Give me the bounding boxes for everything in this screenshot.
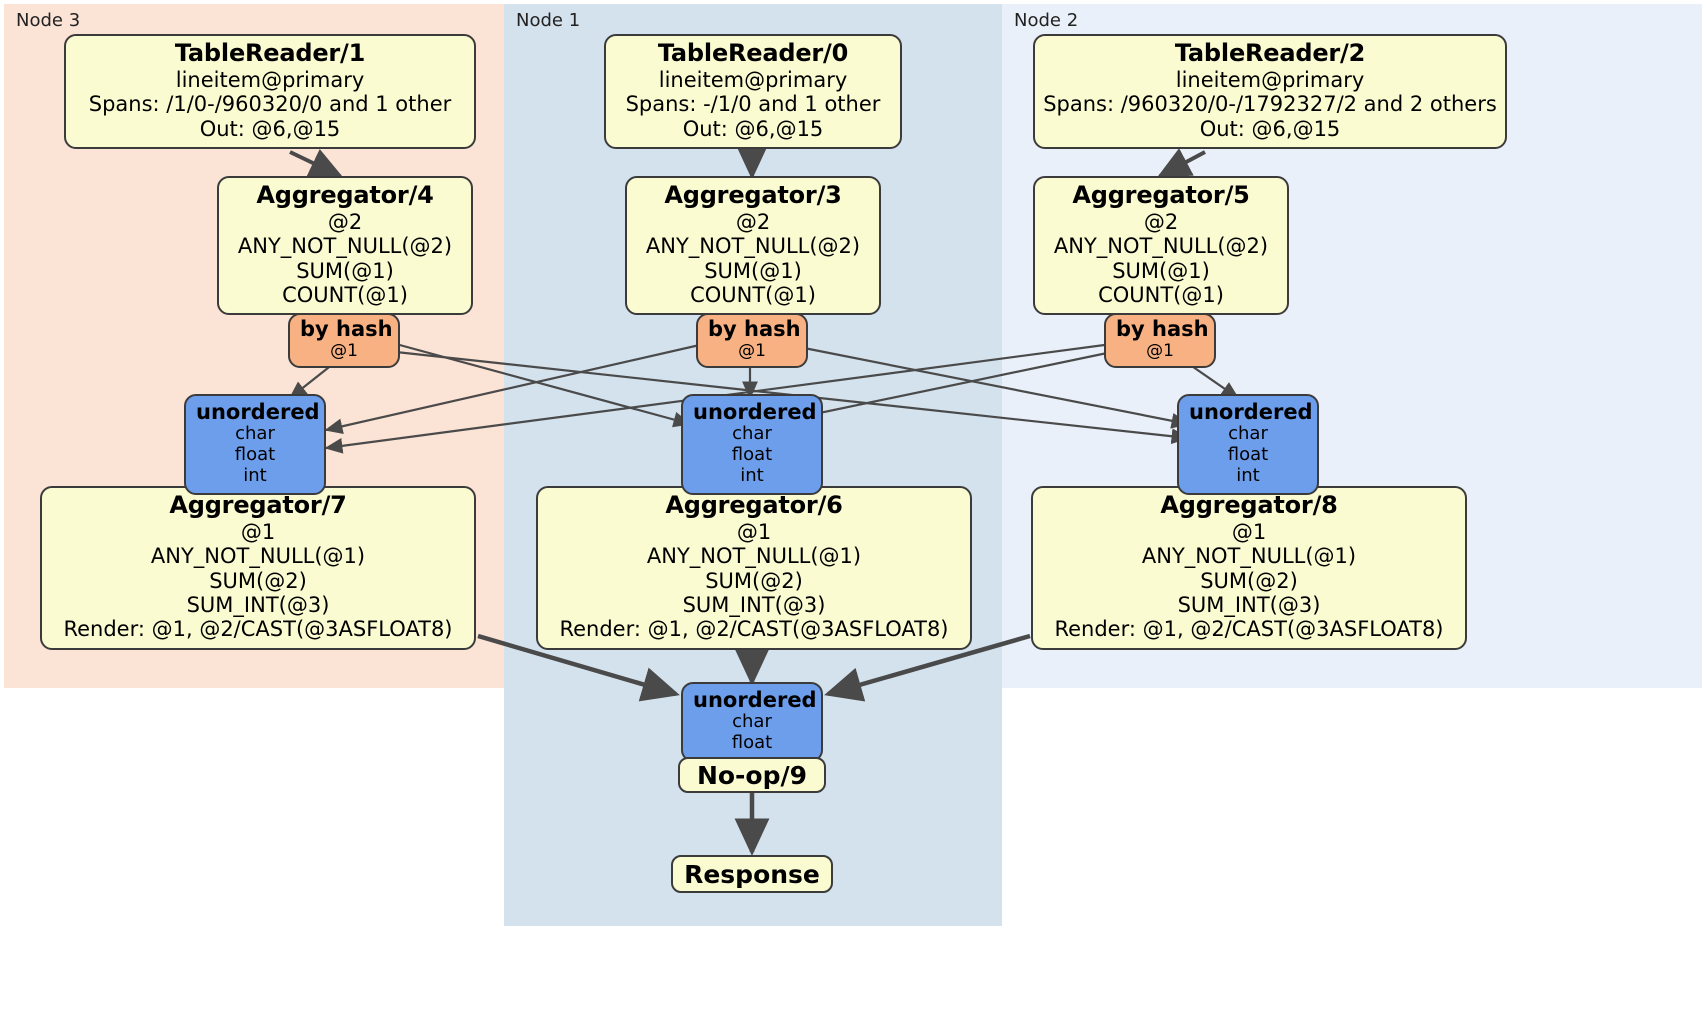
processor-agg-func: ANY_NOT_NULL(@1) — [150, 544, 366, 569]
synchronizer-type: float — [731, 732, 773, 754]
synchronizer-type: float — [234, 444, 276, 466]
processor-agg-func: SUM(@2) — [1200, 568, 1298, 593]
synchronizer-type: char — [1228, 423, 1268, 445]
router-by-hash-node-1[interactable]: by hash @1 — [696, 313, 808, 369]
node-panel-label: Node 2 — [1014, 10, 1079, 31]
processor-no-op-9[interactable]: No-op/9 — [678, 757, 826, 793]
processor-aggregator-6[interactable]: Aggregator/6 @1 ANY_NOT_NULL(@1) SUM(@2)… — [536, 486, 972, 650]
processor-group-cols: @2 — [735, 209, 771, 234]
processor-table: lineitem@primary — [1175, 67, 1365, 92]
processor-agg-func: COUNT(@1) — [1098, 282, 1224, 307]
synchronizer-title: unordered — [196, 400, 320, 424]
processor-title: Aggregator/5 — [1072, 181, 1250, 209]
processor-aggregator-5[interactable]: Aggregator/5 @2 ANY_NOT_NULL(@2) SUM(@1)… — [1033, 176, 1289, 316]
processor-agg-func: SUM(@1) — [1112, 258, 1210, 283]
synchronizer-type: int — [740, 465, 764, 487]
processor-group-cols: @1 — [240, 519, 276, 544]
processor-agg-func: ANY_NOT_NULL(@2) — [645, 234, 861, 259]
processor-out: Out: @6,@15 — [1199, 116, 1341, 141]
synchronizer-type: char — [732, 711, 772, 733]
processor-agg-func: SUM_INT(@3) — [186, 592, 330, 617]
router-title: by hash — [300, 317, 393, 341]
processor-spans: Spans: -/1/0 and 1 other — [625, 92, 881, 117]
router-title: by hash — [708, 317, 801, 341]
processor-title: Aggregator/8 — [1160, 491, 1338, 519]
processor-title: Aggregator/4 — [256, 181, 434, 209]
synchronizer-unordered-final[interactable]: unordered char float — [681, 682, 823, 763]
processor-group-cols: @2 — [327, 209, 363, 234]
synchronizer-title: unordered — [693, 400, 817, 424]
processor-agg-func: ANY_NOT_NULL(@2) — [1053, 234, 1269, 259]
processor-agg-func: SUM(@2) — [209, 568, 307, 593]
synchronizer-type: float — [1227, 444, 1269, 466]
synchronizer-type: char — [235, 423, 275, 445]
processor-agg-func: SUM(@2) — [705, 568, 803, 593]
processor-out: Out: @6,@15 — [199, 116, 341, 141]
processor-agg-func: SUM(@1) — [704, 258, 802, 283]
processor-agg-func: ANY_NOT_NULL(@1) — [646, 544, 862, 569]
response-title: Response — [684, 859, 820, 889]
response-node[interactable]: Response — [671, 855, 833, 893]
synchronizer-type: char — [732, 423, 772, 445]
synchronizer-unordered-node-2[interactable]: unordered char float int — [1177, 394, 1319, 495]
processor-agg-func: SUM_INT(@3) — [682, 592, 826, 617]
router-column: @1 — [738, 340, 766, 361]
processor-tablereader-2[interactable]: TableReader/2 lineitem@primary Spans: /9… — [1033, 34, 1507, 149]
processor-aggregator-3[interactable]: Aggregator/3 @2 ANY_NOT_NULL(@2) SUM(@1)… — [625, 176, 881, 316]
processor-agg-func: SUM_INT(@3) — [1177, 592, 1321, 617]
processor-agg-func: SUM(@1) — [296, 258, 394, 283]
processor-agg-func: COUNT(@1) — [282, 282, 408, 307]
router-column: @1 — [1146, 340, 1174, 361]
processor-title: Aggregator/3 — [664, 181, 842, 209]
processor-group-cols: @2 — [1143, 209, 1179, 234]
processor-render: Render: @1, @2/CAST(@3ASFLOAT8) — [63, 617, 453, 642]
synchronizer-title: unordered — [693, 688, 817, 712]
processor-title: Aggregator/7 — [169, 491, 347, 519]
router-title: by hash — [1116, 317, 1209, 341]
processor-title: TableReader/1 — [174, 39, 366, 67]
router-by-hash-node-3[interactable]: by hash @1 — [288, 313, 400, 369]
processor-render: Render: @1, @2/CAST(@3ASFLOAT8) — [559, 617, 949, 642]
processor-title: No-op/9 — [696, 760, 808, 790]
synchronizer-type: int — [1236, 465, 1260, 487]
node-panel-label: Node 3 — [16, 10, 81, 31]
processor-group-cols: @1 — [1231, 519, 1267, 544]
processor-title: TableReader/0 — [657, 39, 849, 67]
processor-tablereader-1[interactable]: TableReader/1 lineitem@primary Spans: /1… — [64, 34, 476, 149]
synchronizer-unordered-node-1[interactable]: unordered char float int — [681, 394, 823, 495]
synchronizer-type: float — [731, 444, 773, 466]
synchronizer-type: int — [243, 465, 267, 487]
processor-table: lineitem@primary — [658, 67, 848, 92]
processor-aggregator-4[interactable]: Aggregator/4 @2 ANY_NOT_NULL(@2) SUM(@1)… — [217, 176, 473, 316]
processor-group-cols: @1 — [736, 519, 772, 544]
processor-agg-func: ANY_NOT_NULL(@2) — [237, 234, 453, 259]
processor-spans: Spans: /960320/0-/1792327/2 and 2 others — [1043, 92, 1497, 117]
processor-render: Render: @1, @2/CAST(@3ASFLOAT8) — [1054, 617, 1444, 642]
processor-aggregator-8[interactable]: Aggregator/8 @1 ANY_NOT_NULL(@1) SUM(@2)… — [1031, 486, 1467, 650]
processor-agg-func: ANY_NOT_NULL(@1) — [1141, 544, 1357, 569]
processor-aggregator-7[interactable]: Aggregator/7 @1 ANY_NOT_NULL(@1) SUM(@2)… — [40, 486, 476, 650]
synchronizer-title: unordered — [1189, 400, 1313, 424]
node-panel-label: Node 1 — [516, 10, 581, 31]
processor-agg-func: COUNT(@1) — [690, 282, 816, 307]
synchronizer-unordered-node-3[interactable]: unordered char float int — [184, 394, 326, 495]
processor-out: Out: @6,@15 — [682, 116, 824, 141]
processor-tablereader-0[interactable]: TableReader/0 lineitem@primary Spans: -/… — [604, 34, 902, 149]
processor-table: lineitem@primary — [175, 67, 365, 92]
router-by-hash-node-2[interactable]: by hash @1 — [1104, 313, 1216, 369]
processor-title: Aggregator/6 — [665, 491, 843, 519]
processor-title: TableReader/2 — [1174, 39, 1366, 67]
router-column: @1 — [330, 340, 358, 361]
processor-spans: Spans: /1/0-/960320/0 and 1 other — [88, 92, 452, 117]
